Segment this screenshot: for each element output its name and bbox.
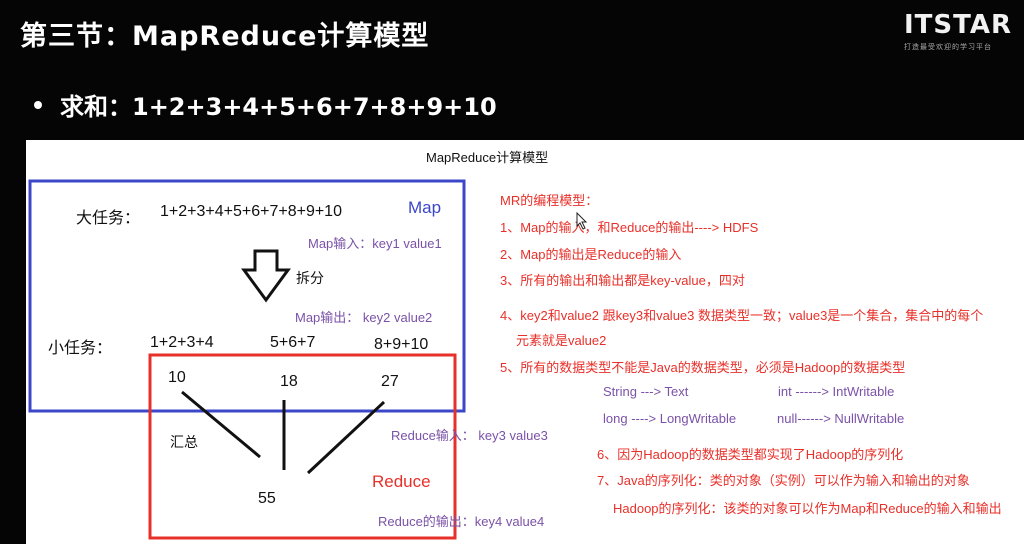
rule-5: 5、所有的数据类型不能是Java的数据类型，必须是Hadoop的数据类型 (500, 360, 906, 375)
type-map-int: int ------> IntWritable (778, 384, 895, 399)
map-output-label: Map输出： key2 value2 (295, 310, 433, 325)
rule-7: 7、Java的序列化：类的对象（实例）可以作为输入和输出的对象 (597, 473, 970, 488)
map-label: Map (408, 198, 442, 217)
split-label: 拆分 (296, 270, 324, 286)
small-task-1: 1+2+3+4 (150, 334, 214, 351)
partial-sum-1: 10 (168, 369, 186, 386)
partial-sum-2: 18 (280, 373, 298, 390)
type-map-long: long ----> LongWritable (603, 411, 737, 426)
slide-title: 第三节：MapReduce计算模型 (20, 21, 430, 52)
logo-tagline: 打造最受欢迎的学习平台 (904, 43, 992, 51)
logo-text: ITSTAR (904, 10, 1012, 40)
reduce-box (148, 353, 457, 540)
type-map-null: null------> NullWritable (777, 411, 905, 426)
rule-3: 3、所有的输出和输出都是key-value，四对 (500, 273, 745, 288)
bullet-text: 求和：1+2+3+4+5+6+7+8+9+10 (60, 93, 497, 121)
small-task-label: 小任务： (48, 340, 113, 357)
bullet-dot-icon (34, 101, 42, 109)
diagram-caption: MapReduce计算模型 (426, 150, 549, 165)
split-arrow-icon (241, 249, 291, 303)
final-result: 55 (258, 490, 276, 507)
type-map-string: String ---> Text (603, 384, 689, 399)
sum-line-right (306, 400, 386, 475)
rule-2: 2、Map的输出是Reduce的输入 (500, 247, 682, 262)
diagram-graphics (28, 179, 466, 540)
small-task-2: 5+6+7 (270, 334, 316, 351)
bullet-point: 求和：1+2+3+4+5+6+7+8+9+10 (34, 87, 497, 122)
reduce-output-label: Reduce的输出：key4 value4 (378, 514, 545, 529)
reduce-input-label: Reduce输入： key3 value3 (391, 428, 548, 443)
partial-sum-3: 27 (381, 373, 399, 390)
itstar-logo: ITSTAR 打造最受欢迎的学习平台 (904, 10, 1014, 60)
reduce-label: Reduce (372, 472, 431, 491)
big-task-expression: 1+2+3+4+5+6+7+8+9+10 (160, 203, 342, 220)
big-task-label: 大任务： (76, 210, 141, 227)
sum-label: 汇总 (170, 434, 198, 450)
rule-4-continued: 元素就是value2 (516, 333, 607, 348)
map-box (28, 179, 466, 413)
rule-7-hadoop: Hadoop的序列化：该类的对象可以作为Map和Reduce的输入和输出 (613, 501, 1002, 516)
sum-line-left (181, 390, 261, 459)
model-title: MR的编程模型： (500, 193, 599, 208)
rule-6: 6、因为Hadoop的数据类型都实现了Hadoop的序列化 (597, 447, 904, 462)
rule-1: 1、Map的输入，和Reduce的输出----> HDFS (500, 220, 759, 235)
diagram-panel: MapReduce计算模型 大任务： 1+2+3+4+5+6+7+8+9+10 … (26, 140, 1024, 544)
small-task-3: 8+9+10 (374, 336, 429, 353)
mouse-cursor-icon (576, 212, 588, 230)
rule-4: 4、key2和value2 跟key3和value3 数据类型一致；value3… (500, 308, 984, 323)
map-input-label: Map输入：key1 value1 (308, 236, 442, 251)
